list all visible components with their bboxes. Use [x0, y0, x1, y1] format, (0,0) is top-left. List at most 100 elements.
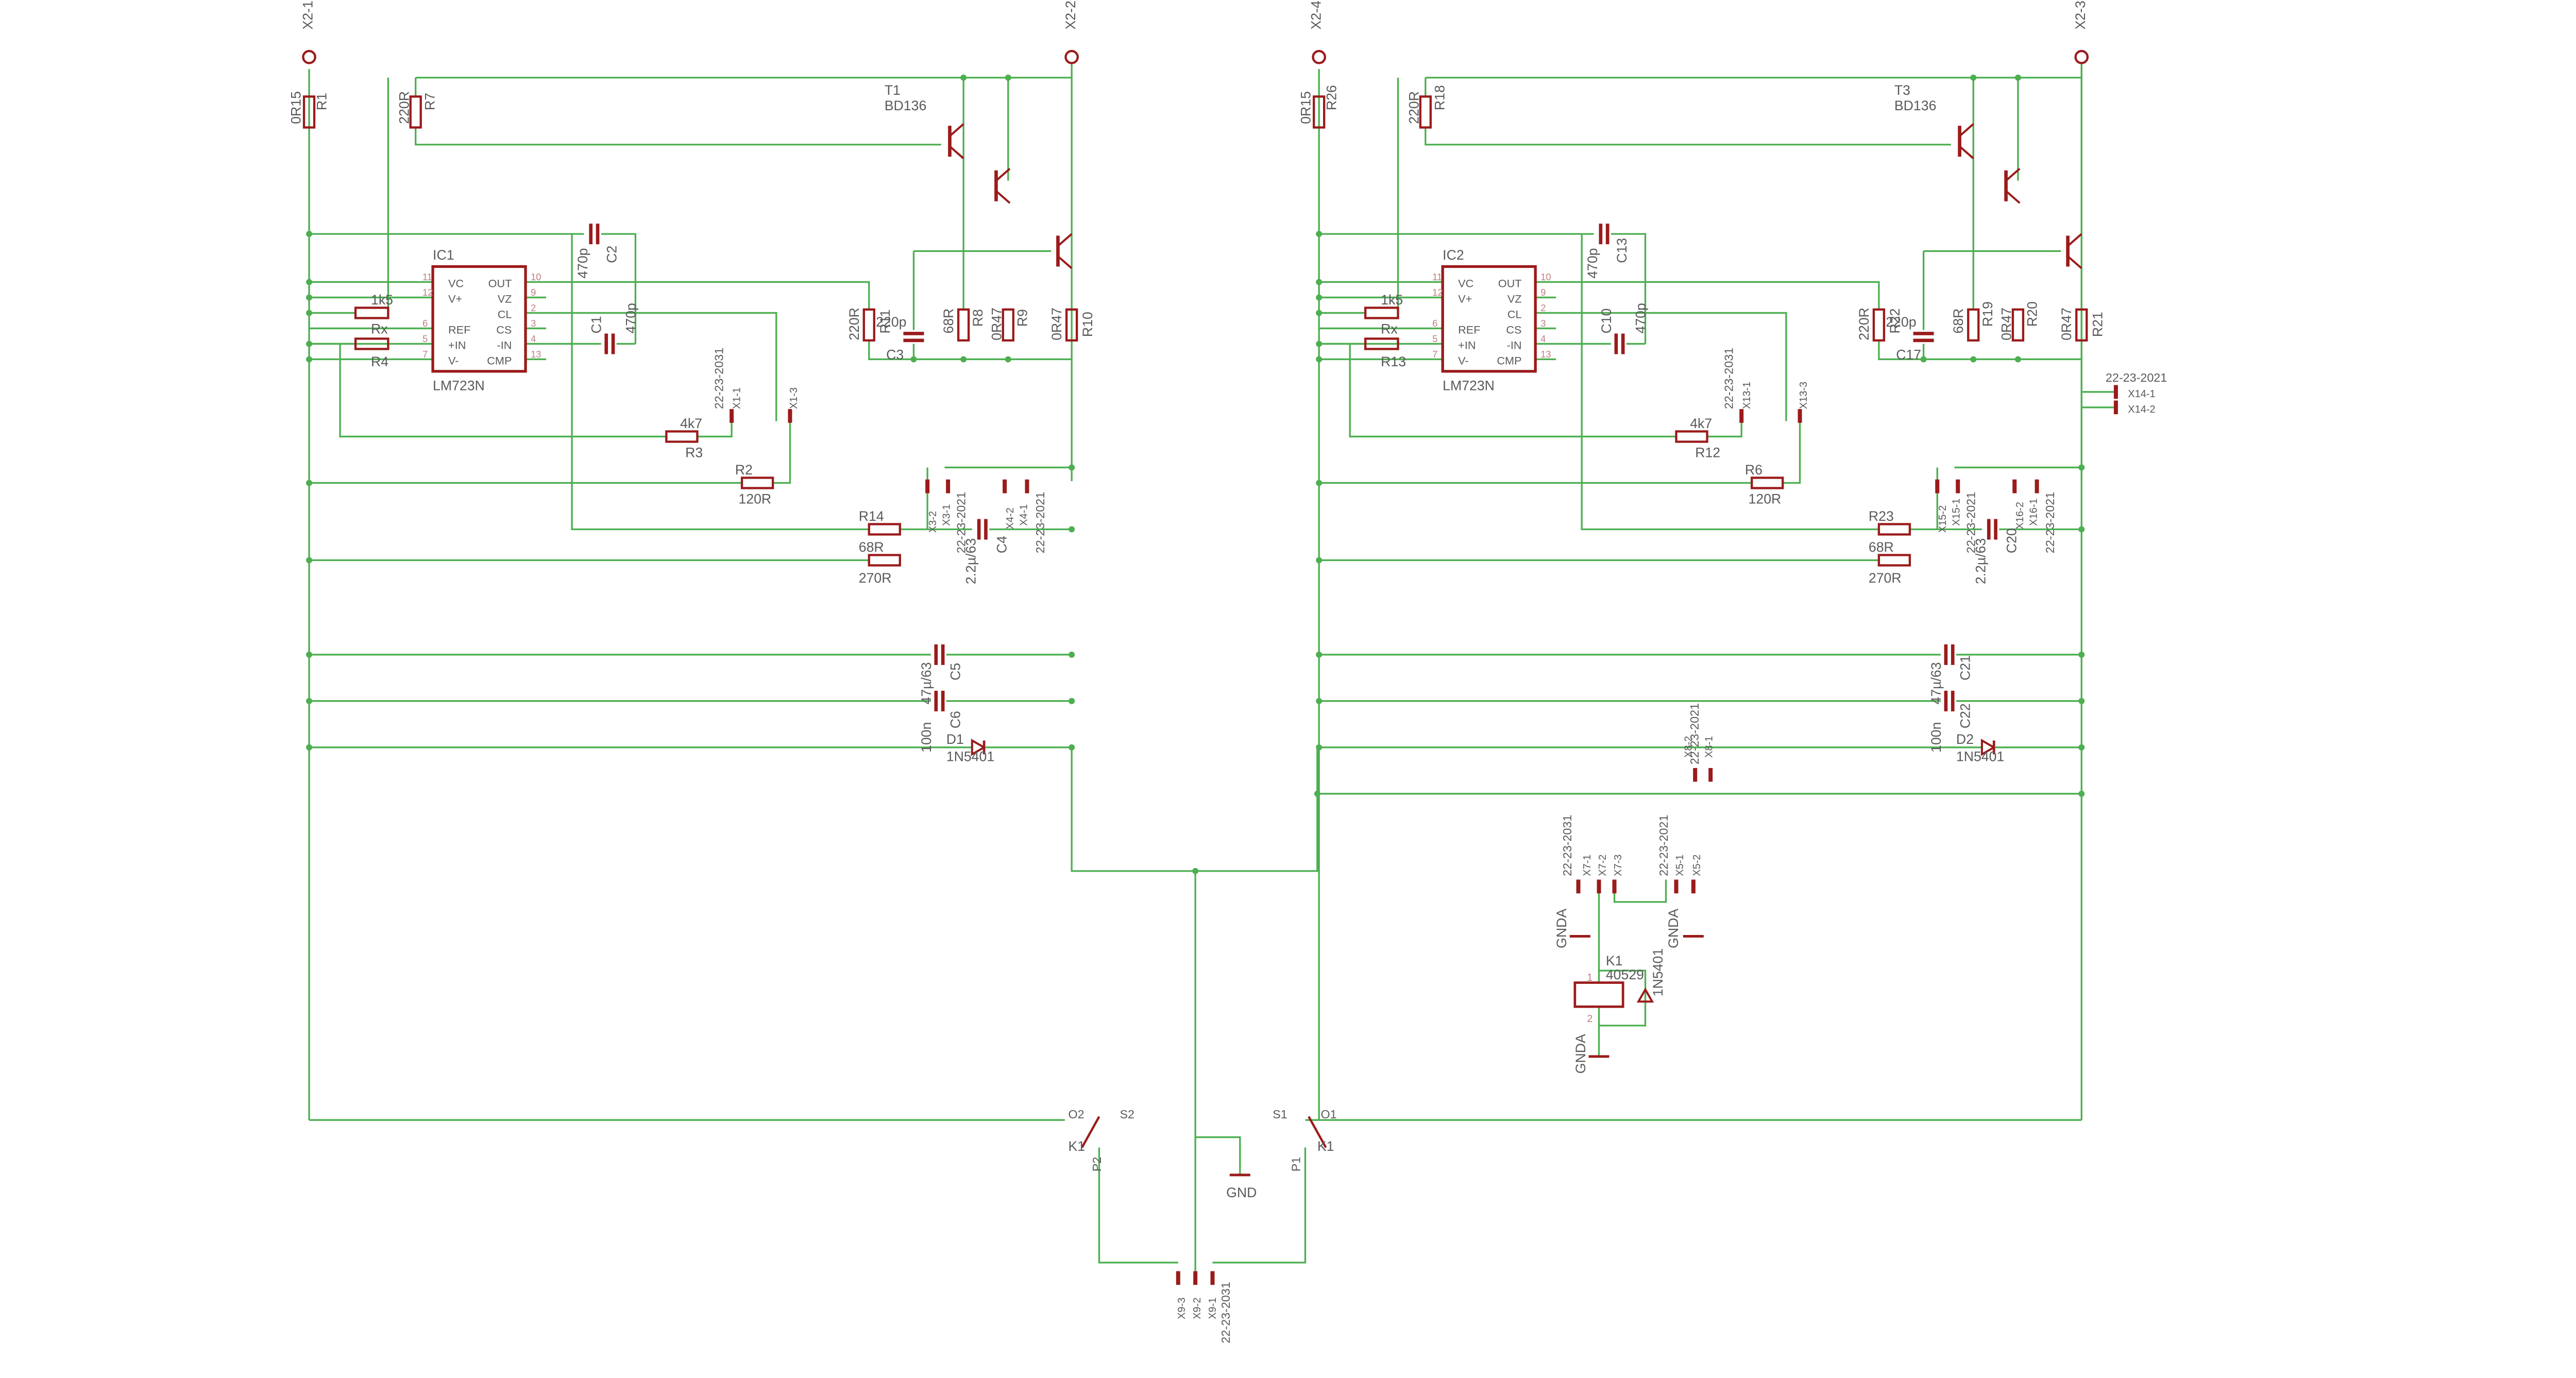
label: 1k5	[371, 292, 393, 308]
resistor-value: 220R	[396, 91, 412, 124]
resistor	[1877, 554, 1911, 567]
resistor	[1364, 307, 1399, 319]
label: X4-1	[1018, 504, 1029, 526]
connector-label: X2-1	[300, 1, 316, 29]
resistor-value: 220R	[1406, 91, 1422, 124]
junction-dot	[1316, 557, 1323, 564]
ic-name: IC1	[433, 247, 454, 263]
resistor-value: 0R15	[288, 91, 303, 124]
label: 270R	[1869, 570, 1902, 586]
label: 1	[1587, 972, 1592, 983]
ic-body	[431, 265, 527, 373]
label: 22-23-2031	[1219, 1282, 1232, 1343]
label: 22-23-2021	[2043, 492, 2057, 553]
label: 47µ/63	[919, 662, 934, 704]
junction-dot	[306, 356, 313, 363]
label: C3	[886, 347, 904, 362]
ic-pin-label: CMP	[487, 354, 512, 367]
relay-diode	[1636, 987, 1654, 1003]
label: 470p	[1585, 248, 1600, 278]
label: 2	[1587, 1013, 1592, 1025]
ic-pin-label: CL	[1507, 308, 1522, 320]
ic-pin-number: 13	[1540, 349, 1551, 360]
junction-dot	[1316, 294, 1323, 301]
wires	[306, 64, 2116, 1271]
terminal	[302, 49, 316, 64]
label: R2	[735, 462, 753, 478]
transistor	[2067, 233, 2082, 247]
label: X7-2	[1597, 855, 1608, 876]
junction-dot	[1314, 790, 1320, 797]
ic-pin-number: 5	[1432, 333, 1437, 344]
wire	[1098, 1147, 1178, 1264]
junction-dot	[306, 557, 313, 564]
transistor	[995, 190, 1011, 204]
label: R3	[685, 445, 703, 460]
label: 1N5401	[946, 749, 994, 764]
label: 1N5401	[1650, 948, 1666, 996]
label: R8	[970, 309, 986, 327]
junction-dot	[1316, 279, 1323, 285]
junction-dot	[1069, 526, 1075, 533]
ic-pin-number: 11	[422, 271, 432, 282]
resistor	[1364, 337, 1399, 350]
resistor	[862, 308, 875, 342]
terminal	[1064, 49, 1079, 64]
junction-dot	[1005, 356, 1011, 363]
junction-dot	[306, 231, 313, 237]
label: 2.2µ/63	[1973, 538, 1989, 584]
ic-pin-label: OUT	[488, 277, 512, 290]
wire	[546, 312, 777, 421]
resistor	[1967, 308, 1980, 342]
ic-part: LM723N	[1443, 378, 1495, 393]
switch-contact	[1308, 1116, 1327, 1148]
transistor	[1057, 255, 1073, 269]
resistor	[302, 95, 316, 129]
ic-pin-number: 6	[422, 318, 428, 329]
label: C4	[994, 536, 1009, 553]
wire	[1212, 1147, 1307, 1264]
label: R13	[1381, 354, 1406, 369]
label: 470p	[575, 248, 590, 278]
junction-dot	[2014, 74, 2021, 81]
ic-pin-label: CS	[1506, 323, 1521, 336]
junction-dot	[306, 744, 313, 751]
transistor	[1959, 123, 1974, 137]
label: R12	[1695, 445, 1720, 460]
ic-pin-label: CS	[496, 323, 512, 336]
resistor	[1872, 308, 1886, 342]
ic-pin-number: 4	[531, 333, 536, 344]
transistor	[2005, 167, 2021, 182]
ic-pin-number: 2	[1540, 302, 1546, 313]
label: 0R47	[1999, 308, 2014, 341]
ic-pin-number: 12	[1432, 287, 1443, 298]
label: X14-2	[2128, 404, 2155, 415]
ic-pin-label: V+	[1458, 292, 1472, 305]
label: 22-23-2031	[712, 348, 725, 409]
label: X5-2	[1691, 855, 1703, 876]
junction-dot	[306, 697, 313, 704]
wire	[1556, 281, 1880, 310]
ic-pin-label: OUT	[1498, 277, 1522, 290]
ic-pin-label: CMP	[1497, 354, 1521, 367]
label: C17	[1896, 347, 1921, 362]
ic-pin-number: 5	[422, 333, 428, 344]
wire	[1195, 1136, 1241, 1175]
diode	[971, 739, 987, 756]
resistor-name: R7	[422, 93, 437, 110]
label: X5-1	[1674, 855, 1686, 876]
label: C22	[1958, 703, 1973, 728]
label: X8-2	[1683, 736, 1694, 758]
label: 47µ/63	[1928, 662, 1944, 704]
wire	[1707, 421, 1742, 438]
label: R6	[1745, 462, 1762, 478]
diode	[1980, 739, 1996, 756]
label: 22-23-2021	[1033, 492, 1047, 553]
label: 220p	[1886, 314, 1916, 330]
transistor-name: T1	[885, 82, 901, 98]
ic-pin-label: CL	[498, 308, 512, 320]
ic-pin-label: VC	[448, 277, 464, 290]
label: X13-1	[1741, 382, 1753, 409]
resistor	[957, 308, 970, 342]
